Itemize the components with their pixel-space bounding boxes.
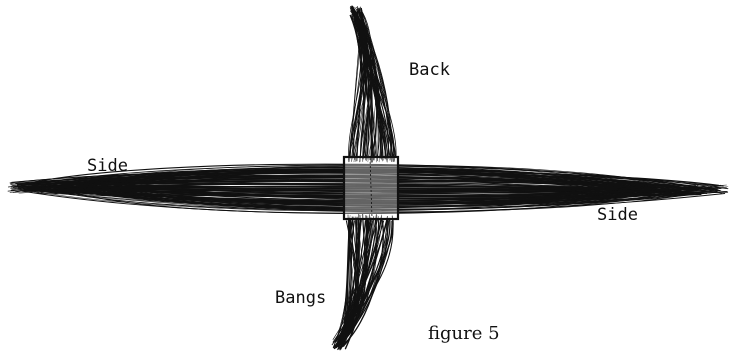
center-part-box: [344, 157, 398, 219]
label-side-right: Side: [597, 207, 638, 224]
label-side-left: Side: [87, 158, 128, 175]
label-back: Back: [409, 62, 450, 79]
figure-caption: figure 5: [428, 325, 500, 343]
label-bangs: Bangs: [275, 290, 326, 307]
